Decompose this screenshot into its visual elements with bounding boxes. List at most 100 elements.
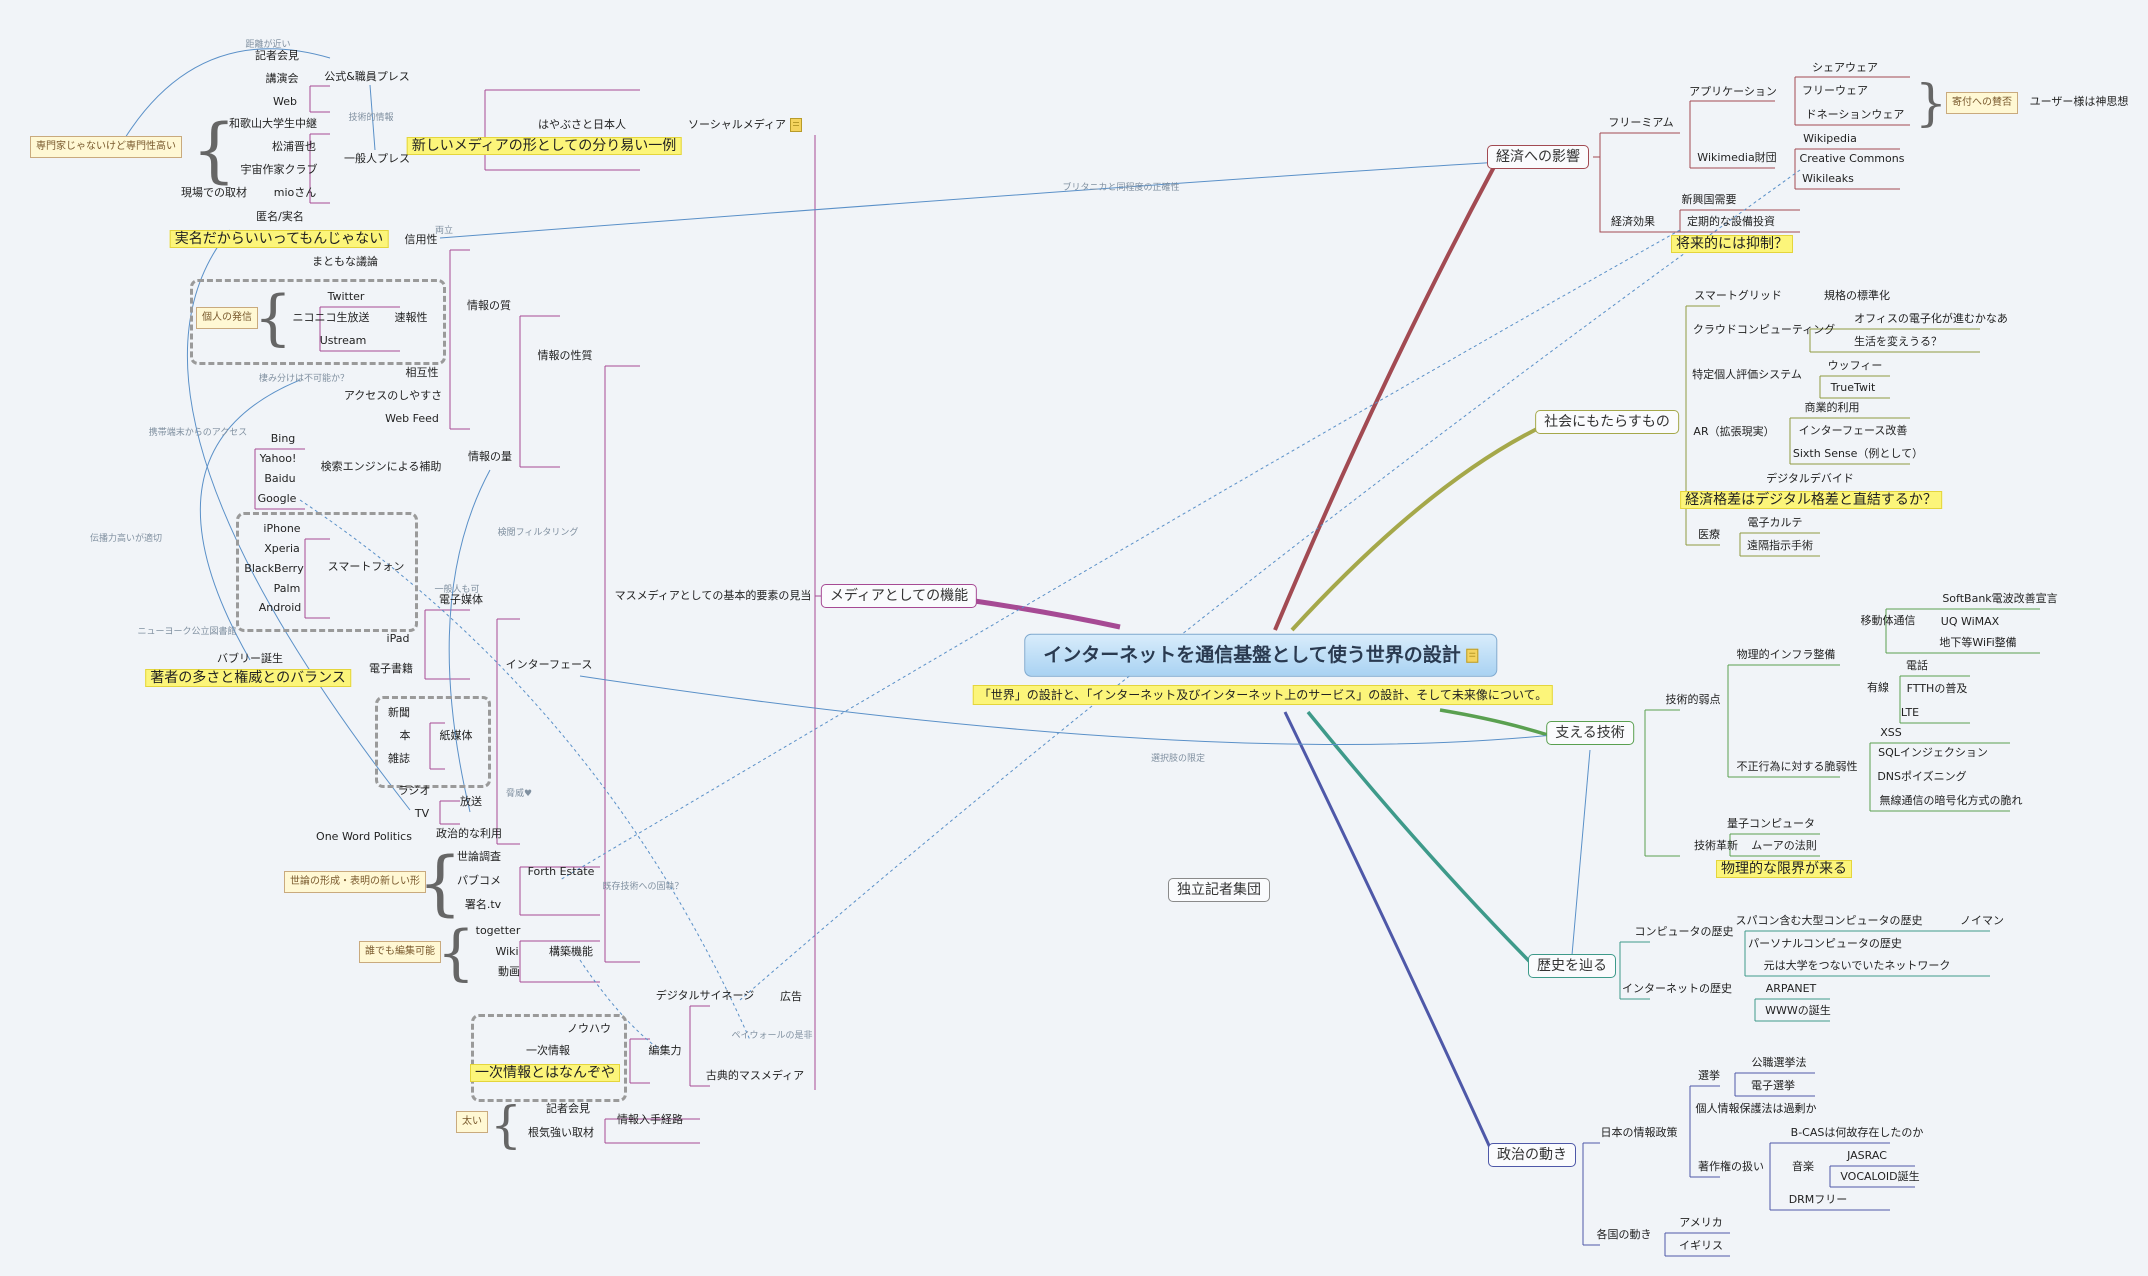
- node-wikileaks[interactable]: Wikileaks: [1802, 172, 1854, 185]
- note-expert[interactable]: 専門家じゃないけど専門性高い: [30, 136, 182, 158]
- root-topic[interactable]: インターネットを通信基盤として使う世界の設計: [1024, 633, 1498, 677]
- node-mutual[interactable]: 相互性: [405, 366, 439, 379]
- node-space[interactable]: 宇宙作家クラブ: [240, 163, 318, 176]
- node-ustream[interactable]: Ustream: [319, 334, 367, 347]
- node-google[interactable]: Google: [257, 492, 297, 505]
- node-usa[interactable]: アメリカ: [1679, 1216, 1723, 1229]
- social-memo-icon[interactable]: [790, 118, 802, 132]
- node-election[interactable]: 選挙: [1698, 1069, 1720, 1082]
- node-shareware[interactable]: シェアウェア: [1812, 61, 1878, 74]
- node-primary[interactable]: 一次情報: [526, 1044, 570, 1057]
- node-interface[interactable]: インターフェース改善: [1798, 424, 1908, 437]
- note-donation[interactable]: 寄付への賛否: [1946, 92, 2018, 114]
- node-moore[interactable]: ムーアの法則: [1751, 839, 1817, 852]
- node-cc[interactable]: Creative Commons: [1799, 152, 1905, 165]
- node-interface[interactable]: インターフェース: [505, 658, 593, 671]
- floating-independent[interactable]: 独立記者集団: [1168, 878, 1270, 902]
- memo-icon[interactable]: [1466, 648, 1479, 663]
- highlight-author[interactable]: 著者の多さと権威とのバランス: [145, 669, 351, 687]
- node-official-press[interactable]: 公式&職員プレス: [324, 70, 410, 83]
- node-quantum[interactable]: 量子コンピュータ: [1727, 817, 1815, 830]
- node-standard[interactable]: 規格の標準化: [1824, 289, 1890, 302]
- node-dns[interactable]: DNSポイズニング: [1877, 770, 1967, 783]
- note-opinion[interactable]: 世論の形成・表明の新しい形: [284, 871, 426, 893]
- node-web[interactable]: Web: [273, 95, 297, 108]
- node-freemium[interactable]: フリーミアム: [1608, 116, 1674, 129]
- node-phone[interactable]: 電話: [1906, 659, 1928, 672]
- node-wired[interactable]: 有線: [1867, 681, 1889, 694]
- node-magazine[interactable]: 雑誌: [388, 752, 410, 765]
- node-togetter[interactable]: togetter: [475, 924, 521, 937]
- note-thick[interactable]: 太い: [456, 1111, 488, 1133]
- node-donationware[interactable]: ドネーションウェア: [1805, 108, 1905, 121]
- node-wikimedia[interactable]: Wikimedia財団: [1697, 151, 1777, 164]
- node-hayabusa[interactable]: はやぶさと日本人: [538, 118, 626, 131]
- node-book[interactable]: 本: [399, 729, 411, 742]
- node-wiki[interactable]: Wiki: [495, 945, 519, 958]
- node-lecture[interactable]: 講演会: [265, 72, 299, 85]
- node-wireless[interactable]: 無線通信の暗号化方式の脆れ: [1879, 794, 2023, 807]
- node-super[interactable]: スパコン含む大型コンピュータの歴史: [1735, 914, 1923, 927]
- node-android[interactable]: Android: [258, 601, 302, 614]
- node-sixth[interactable]: Sixth Sense（例として）: [1792, 447, 1924, 460]
- node-drmfree[interactable]: DRMフリー: [1788, 1193, 1848, 1206]
- node-iphone[interactable]: iPhone: [263, 522, 301, 535]
- node-general-press[interactable]: 一般人プレス: [344, 152, 410, 165]
- node-emerging[interactable]: 新興国需要: [1681, 193, 1737, 206]
- node-search[interactable]: 検索エンジンによる補助: [320, 460, 442, 473]
- node-genba[interactable]: 現場での取材: [181, 186, 247, 199]
- node-user-god[interactable]: ユーザー様は神思想: [2029, 95, 2129, 108]
- node-anon[interactable]: 匿名/実名: [256, 210, 304, 223]
- node-info-quality[interactable]: 情報の質: [467, 299, 511, 312]
- node-knowhow[interactable]: ノウハウ: [567, 1022, 611, 1035]
- node-neumann[interactable]: ノイマン: [1960, 914, 2004, 927]
- node-capex[interactable]: 定期的な設備投資: [1687, 215, 1775, 228]
- node-decent[interactable]: まともな議論: [312, 255, 378, 268]
- node-classic[interactable]: 古典的マスメディア: [705, 1069, 805, 1082]
- node-ftth[interactable]: FTTHの普及: [1906, 682, 1968, 695]
- highlight-limit[interactable]: 物理的な限界が来る: [1716, 860, 1852, 878]
- node-life[interactable]: 生活を変えうる？: [1854, 335, 1942, 348]
- node-yahoo[interactable]: Yahoo!: [259, 452, 297, 465]
- topic-media[interactable]: メディアとしての機能: [820, 584, 978, 608]
- node-arpanet[interactable]: ARPANET: [1765, 982, 1817, 995]
- node-radio[interactable]: ラジオ: [397, 784, 431, 797]
- node-subway[interactable]: 地下等WiFi整備: [1939, 636, 2017, 649]
- node-music[interactable]: 音楽: [1792, 1160, 1814, 1173]
- node-press-conf2[interactable]: 記者会見: [546, 1102, 590, 1115]
- node-twitter[interactable]: Twitter: [327, 290, 365, 303]
- node-weak[interactable]: 技術的弱点: [1665, 693, 1721, 706]
- node-info-amount[interactable]: 情報の量: [468, 450, 512, 463]
- node-uq[interactable]: UQ WiMAX: [1940, 615, 2000, 628]
- node-webfeed[interactable]: Web Feed: [385, 412, 439, 425]
- node-info-nature[interactable]: 情報の性質: [537, 349, 593, 362]
- node-e-media[interactable]: 電子媒体: [439, 593, 483, 606]
- node-matsuura[interactable]: 松浦晋也: [272, 140, 316, 153]
- highlight-new-media[interactable]: 新しいメディアの形としての分り易い一例: [406, 137, 682, 155]
- node-wakayama[interactable]: 和歌山大学生中継: [229, 117, 317, 130]
- node-baidu[interactable]: Baidu: [264, 472, 296, 485]
- node-woofie[interactable]: ウッフィー: [1827, 359, 1883, 372]
- node-xperia[interactable]: Xperia: [264, 542, 300, 555]
- node-signature[interactable]: 署名.tv: [464, 898, 502, 911]
- node-jasrac[interactable]: JASRAC: [1847, 1149, 1887, 1162]
- highlight-real-name[interactable]: 実名だからいいってもんじゃない: [169, 230, 389, 248]
- node-freeware[interactable]: フリーウェア: [1802, 84, 1868, 97]
- node-cloud[interactable]: クラウドコンピューティング: [1692, 323, 1836, 336]
- node-route[interactable]: 情報入手経路: [617, 1113, 683, 1126]
- node-truetwit[interactable]: TrueTwit: [1830, 381, 1876, 394]
- node-uk[interactable]: イギリス: [1679, 1239, 1723, 1252]
- node-basic[interactable]: マスメディアとしての基本的要素の見当: [614, 589, 812, 602]
- node-mio[interactable]: mioさん: [273, 186, 317, 199]
- node-www[interactable]: WWWの誕生: [1765, 1004, 1831, 1017]
- node-owp[interactable]: One Word Politics: [316, 830, 412, 843]
- node-sqli[interactable]: SQLインジェクション: [1878, 746, 1988, 759]
- node-vuln[interactable]: 不正行為に対する脆弱性: [1736, 760, 1858, 773]
- node-internet[interactable]: インターネットの歴史: [1622, 982, 1732, 995]
- node-ad[interactable]: 広告: [780, 990, 802, 1003]
- topic-economy[interactable]: 経済への影響: [1487, 145, 1589, 169]
- node-bcas[interactable]: B-CASは何故存在したのか: [1790, 1126, 1924, 1139]
- node-vocaloid[interactable]: VOCALOID誕生: [1840, 1170, 1920, 1183]
- node-karte[interactable]: 電子カルテ: [1747, 516, 1803, 529]
- note-personal[interactable]: 個人の発信: [196, 307, 258, 329]
